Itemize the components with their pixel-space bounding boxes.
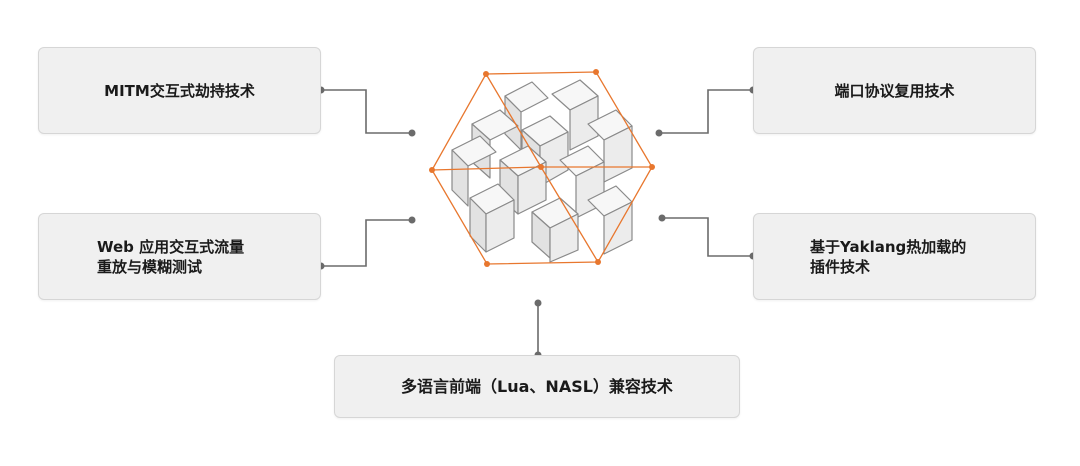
- connectors: [321, 89, 753, 355]
- connector-middle-right: [662, 217, 753, 257]
- connector-top-right: [659, 89, 753, 134]
- feature-box-mitm: MITM交互式劫持技术: [38, 47, 321, 134]
- hexagon-vertex-dots: [429, 69, 655, 267]
- feature-label-plugin: 基于Yaklang热加载的 插件技术: [810, 237, 967, 276]
- connector-top-left: [321, 89, 412, 134]
- feature-label-web-fuzz: Web 应用交互式流量 重放与模糊测试: [97, 237, 245, 276]
- feature-box-port-reuse: 端口协议复用技术: [753, 47, 1036, 134]
- feature-box-multi-language: 多语言前端（Lua、NASL）兼容技术: [334, 355, 740, 418]
- feature-label-mitm: MITM交互式劫持技术: [104, 81, 255, 100]
- feature-box-web-fuzz: Web 应用交互式流量 重放与模糊测试: [38, 213, 321, 300]
- connector-middle-left: [321, 219, 412, 267]
- feature-label-port-reuse: 端口协议复用技术: [834, 81, 955, 100]
- feature-box-plugin: 基于Yaklang热加载的 插件技术: [753, 213, 1036, 300]
- cube-cluster-icon: [451, 79, 633, 263]
- feature-label-multi-language: 多语言前端（Lua、NASL）兼容技术: [401, 376, 673, 396]
